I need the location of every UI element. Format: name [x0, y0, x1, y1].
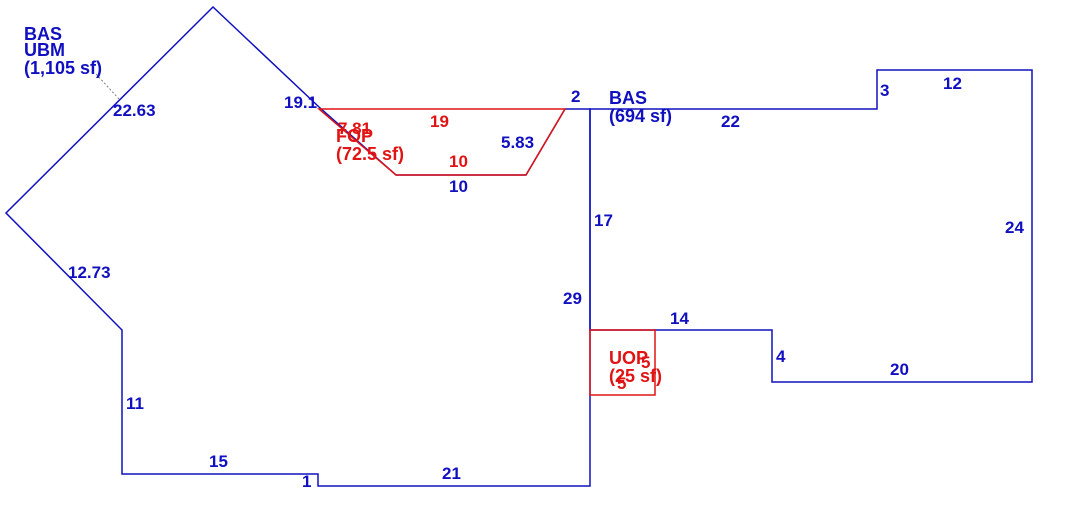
dim-uop-side-a: 5 — [641, 353, 650, 372]
bas-ubm-label-2: UBM — [24, 40, 65, 60]
uop-label: UOP — [609, 348, 648, 368]
dim-bas-top-left: 22 — [721, 112, 740, 131]
dim-bas-bottom: 20 — [890, 360, 909, 379]
dim-main-bottom-left: 15 — [209, 452, 228, 471]
uop-outline — [589, 329, 656, 396]
dim-bas-step-bottom: 4 — [776, 347, 786, 366]
dim-uop-side-b: 5 — [617, 374, 626, 393]
fop-outline — [316, 108, 567, 176]
fop-label: FOP — [336, 126, 373, 146]
dim-bas-right: 24 — [1005, 218, 1024, 237]
dim-main-bottom: 21 — [442, 464, 461, 483]
bas-ubm-outline — [4, 5, 591, 487]
dim-corner-top: 2 — [571, 87, 580, 106]
dim-main-left: 11 — [126, 394, 144, 413]
dim-fop-bottom: 10 — [449, 152, 468, 171]
uop-area: (25 sf) — [609, 366, 662, 386]
bas-ubm-area: (1,105 sf) — [24, 58, 102, 78]
dim-notch-bottom: 10 — [449, 177, 468, 196]
dim-bas-top-right: 12 — [943, 74, 962, 93]
dim-notch-diag: 5.83 — [501, 133, 534, 152]
dim-main-step: 1 — [302, 472, 311, 491]
bas-area: (694 sf) — [609, 106, 672, 126]
bas-ubm-label-1: BAS — [24, 24, 62, 44]
dim-fop-diag: 7.81 — [338, 119, 371, 138]
fop-area: (72.5 sf) — [336, 144, 404, 164]
area-leader-line — [95, 73, 120, 100]
dim-main-diag-upper: 22.63 — [113, 101, 156, 120]
bas-label: BAS — [609, 88, 647, 108]
dim-bas-left: 17 — [594, 211, 613, 230]
dim-main-diag-right: 19.1 — [284, 93, 317, 112]
dim-bas-step-top: 3 — [880, 81, 889, 100]
dim-fop-top: 19 — [430, 112, 449, 131]
dim-bas-lower-top: 14 — [670, 309, 689, 328]
dim-main-right: 29 — [563, 289, 582, 308]
dim-main-diag-lower: 12.73 — [68, 263, 111, 282]
